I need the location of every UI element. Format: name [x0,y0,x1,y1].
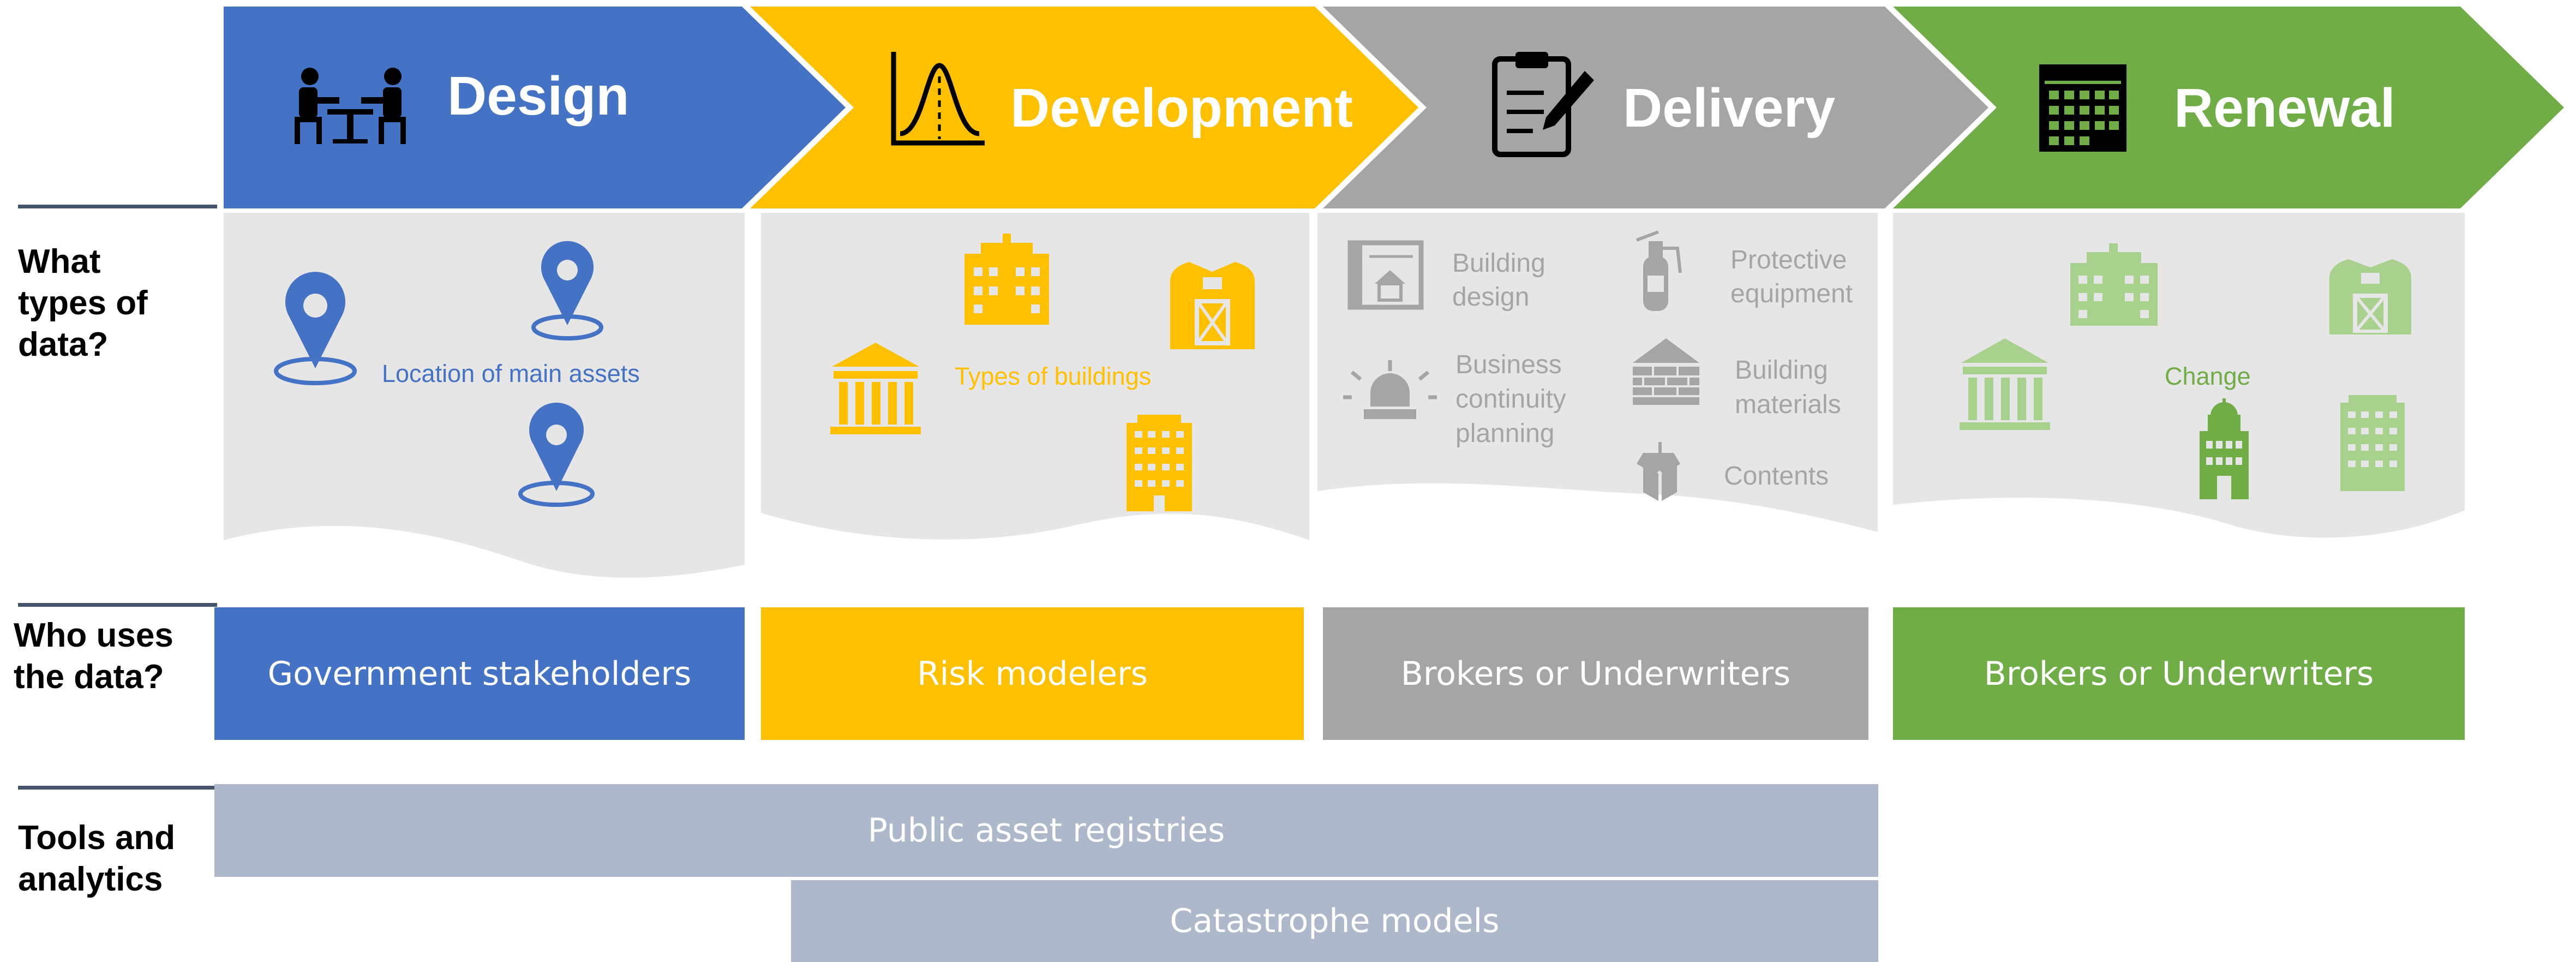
calendar-icon [2039,64,2126,152]
clipboard-pen-icon [1492,52,1594,157]
design-panel-caption: Location of main assets [382,360,640,387]
barn-icon [1170,262,1255,349]
bank-icon [830,343,921,434]
row-divider [18,205,217,208]
stage-chevron-design [224,7,846,208]
stage-label-design: Design [447,65,629,127]
tower-icon [2200,398,2249,499]
blueprint-icon [1347,240,1424,310]
bell-curve-icon [891,52,985,146]
bank-icon [1960,338,2050,430]
barn-icon [2329,259,2411,334]
location-pin-icon [518,402,595,507]
tool-bar-catastrophe-models: Catastrophe models [791,880,1878,962]
panel-design [224,213,745,578]
stage-label-renewal: Renewal [2174,77,2395,139]
boxes-icon [1637,442,1680,501]
stage-label-development: Development [1010,77,1353,139]
apartment-icon [1127,415,1192,511]
row-divider [18,603,217,607]
stage-chevron-development [750,7,1418,208]
row-label-users: Who uses the data? [14,617,173,696]
user-box-development: Risk modelers [761,607,1304,740]
alarm-light-icon [1343,360,1437,419]
fire-extinguisher-icon [1636,230,1682,311]
development-panel-caption: Types of buildings [955,362,1151,390]
location-pin-icon [531,241,603,340]
renewal-panel-caption: Change [2165,362,2251,390]
bricks-icon [1633,338,1699,405]
user-box-design: Government stakeholders [214,607,745,740]
stage-header: Design Development Delivery [224,7,2564,208]
row-label-data-types: What types of data? [18,243,148,363]
stage-chevron-delivery [1323,7,1988,208]
tool-bar-public-asset-registries: Public asset registries [214,784,1878,877]
stage-chevron-renewal [1893,7,2564,208]
stage-label-delivery: Delivery [1623,77,1836,139]
delivery-panel-icons [1343,230,1699,501]
design-panel-icons [274,241,603,507]
house-icon [2070,243,2158,326]
meeting-icon [295,68,406,144]
row-label-tools: Tools and analytics [18,819,176,898]
delivery-item-label: Contents [1724,462,1829,491]
renewal-panel-icons [1960,243,2411,499]
panel-renewal [1893,213,2465,538]
house-icon [964,234,1049,325]
development-panel-icons [830,234,1255,511]
row-divider [18,786,217,790]
panel-delivery [1317,213,1878,532]
apartment-icon [2340,395,2405,491]
location-pin-icon [274,272,357,385]
user-box-delivery: Brokers or Underwriters [1323,607,1868,740]
user-box-renewal: Brokers or Underwriters [1893,607,2465,740]
